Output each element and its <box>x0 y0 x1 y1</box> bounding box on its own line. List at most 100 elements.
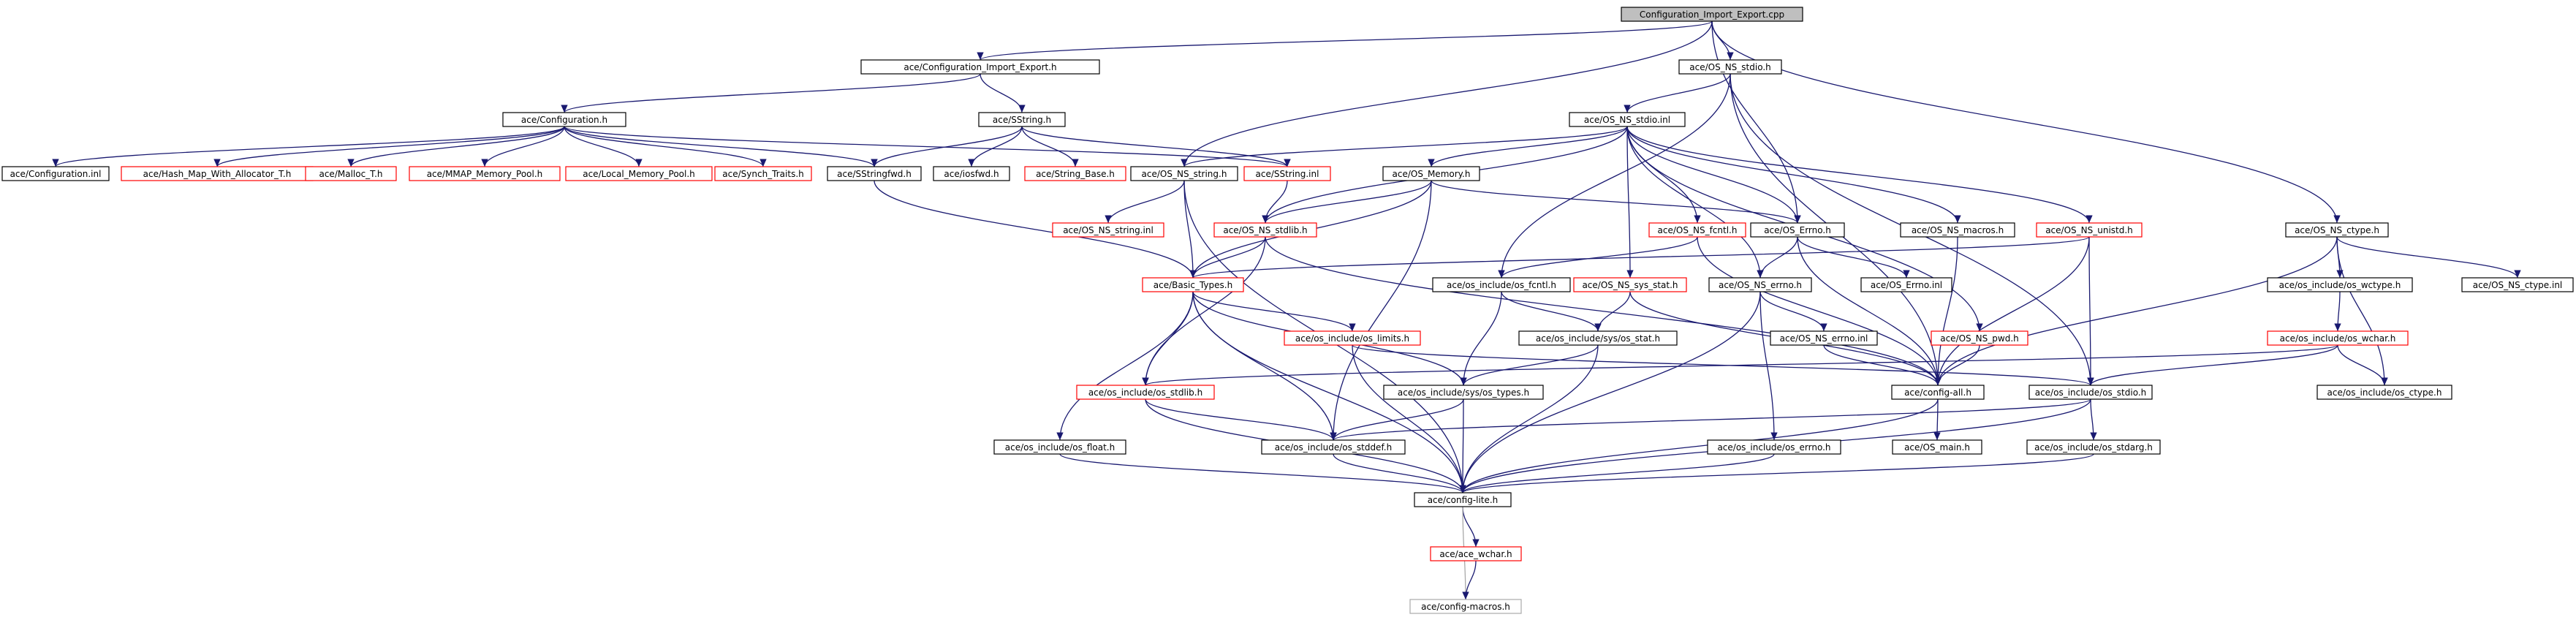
node-label: ace/os_include/os_stdarg.h <box>2034 442 2153 453</box>
node-os-include-limits[interactable]: ace/os_include/os_limits.h <box>1284 330 1421 346</box>
edge-os_include_stdlib-to-os_include_stddef <box>1145 398 1337 441</box>
node-label: ace/OS_NS_string.h <box>1142 169 1227 179</box>
node-os-include-fcntl[interactable]: ace/os_include/os_fcntl.h <box>1432 277 1571 292</box>
node-config-lite[interactable]: ace/config-lite.h <box>1414 492 1512 507</box>
edge-os_ns_errno_h-to-os_ns_errno_inl <box>1759 291 1827 332</box>
node-label: ace/config-macros.h <box>1421 602 1510 612</box>
node-label: ace/OS_NS_unistd.h <box>2045 225 2133 235</box>
node-os-include-float[interactable]: ace/os_include/os_float.h <box>993 439 1126 455</box>
node-os-ns-errno-inl[interactable]: ace/OS_NS_errno.inl <box>1770 330 1878 346</box>
node-iosfwd[interactable]: ace/iosfwd.h <box>933 166 1010 181</box>
node-sstring-inl[interactable]: ace/SString.inl <box>1243 166 1331 181</box>
node-os-include-sys-types[interactable]: ace/os_include/sys/os_types.h <box>1383 385 1544 400</box>
edge-os_memory-to-os_ns_stdlib_h <box>1262 180 1432 224</box>
node-os-include-errno[interactable]: ace/os_include/os_errno.h <box>1707 439 1841 455</box>
node-synch-traits[interactable]: ace/Synch_Traits.h <box>714 166 812 181</box>
node-os-ns-sys-stat[interactable]: ace/OS_NS_sys_stat.h <box>1573 277 1687 292</box>
node-os-ns-string-inl[interactable]: ace/OS_NS_string.inl <box>1052 222 1164 238</box>
edge-os_include_limits-to-config_lite <box>1352 344 1466 493</box>
node-label: ace/OS_Errno.inl <box>1871 280 1942 290</box>
node-malloc-t[interactable]: ace/Malloc_T.h <box>305 166 397 181</box>
edge-os_ns_stdio_inl-to-os_ns_fcntl <box>1626 126 1701 224</box>
node-os-ns-stdlib-h[interactable]: ace/OS_NS_stdlib.h <box>1213 222 1317 238</box>
node-label: ace/Synch_Traits.h <box>722 169 803 179</box>
node-mmap[interactable]: ace/MMAP_Memory_Pool.h <box>409 166 561 181</box>
edge-os_ns_stdio_h-to-os_include_fcntl <box>1498 73 1731 279</box>
node-os-include-stdio[interactable]: ace/os_include/os_stdio.h <box>2028 385 2153 400</box>
node-config-all[interactable]: ace/config-all.h <box>1891 385 1985 400</box>
edge-root-to-os_ns_string_h <box>1181 20 1713 167</box>
node-cie-h[interactable]: ace/Configuration_Import_Export.h <box>860 59 1100 75</box>
edge-os_include_sys_stat-to-config_lite <box>1459 344 1599 493</box>
node-os-include-sys-stat[interactable]: ace/os_include/sys/os_stat.h <box>1518 330 1678 346</box>
edge-os_include_stdio-to-os_include_stddef <box>1330 398 2091 441</box>
node-label: ace/OS_NS_stdio.inl <box>1584 115 1670 125</box>
edge-root-to-cie_h <box>977 20 1713 61</box>
node-os-include-ctype[interactable]: ace/os_include/os_ctype.h <box>2316 385 2452 400</box>
edge-sstring_h-to-sstring_inl <box>1021 126 1291 167</box>
node-label: ace/config-all.h <box>1904 387 1971 398</box>
node-sstringfwd[interactable]: ace/SStringfwd.h <box>827 166 922 181</box>
node-os-main[interactable]: ace/OS_main.h <box>1892 439 1982 455</box>
node-ace-wchar[interactable]: ace/ace_wchar.h <box>1430 546 1522 561</box>
node-os-ns-string-h[interactable]: ace/OS_NS_string.h <box>1130 166 1238 181</box>
edge-basic_types-to-os_include_stdlib <box>1142 291 1194 386</box>
node-os-ns-errno-h[interactable]: ace/OS_NS_errno.h <box>1708 277 1812 292</box>
node-basic-types[interactable]: ace/Basic_Types.h <box>1142 277 1244 292</box>
edge-os_memory-to-os_errno_h <box>1431 180 1801 224</box>
node-label: ace/os_include/os_wchar.h <box>2280 333 2396 344</box>
edge-sstring_h-to-sstringfwd <box>871 126 1023 167</box>
edge-root-to-os_ns_ctype_h <box>1711 20 2341 224</box>
edge-os_ns_fcntl-to-os_include_fcntl <box>1498 236 1698 279</box>
edge-basic_types-to-os_include_stddef <box>1192 291 1337 441</box>
edge-config_all-to-config_lite <box>1459 398 1939 493</box>
node-hash-map[interactable]: ace/Hash_Map_With_Allocator_T.h <box>121 166 314 181</box>
node-os-ns-stdio-h[interactable]: ace/OS_NS_stdio.h <box>1678 59 1782 75</box>
edge-os_include_wchar-to-os_include_ctype <box>2337 344 2388 386</box>
node-os-errno-inl[interactable]: ace/OS_Errno.inl <box>1860 277 1952 292</box>
edge-root-to-os_ns_stdio_h <box>1711 20 1734 61</box>
node-os-memory[interactable]: ace/OS_Memory.h <box>1382 166 1480 181</box>
edge-os_ns_stdio_inl-to-os_ns_unistd <box>1626 126 2093 224</box>
edge-os_include_stdio-to-os_include_stdarg <box>2090 398 2097 441</box>
edge-os_memory-to-os_include_stddef <box>1330 180 1432 441</box>
edge-os_ns_sys_stat-to-os_include_sys_stat <box>1594 291 1631 332</box>
node-local-mem[interactable]: ace/Local_Memory_Pool.h <box>565 166 713 181</box>
node-os-include-wctype[interactable]: ace/os_include/os_wctype.h <box>2267 277 2413 292</box>
edge-os_ns_ctype_h-to-os_ns_ctype_inl <box>2336 236 2521 279</box>
node-os-ns-unistd[interactable]: ace/OS_NS_unistd.h <box>2036 222 2143 238</box>
node-label: ace/SString.h <box>993 115 1051 125</box>
node-label: ace/String_Base.h <box>1036 169 1115 179</box>
edge-configuration_h-to-sstring_inl <box>564 126 1291 167</box>
node-os-ns-macros[interactable]: ace/OS_NS_macros.h <box>1900 222 2015 238</box>
node-os-ns-stdio-inl[interactable]: ace/OS_NS_stdio.inl <box>1569 112 1686 127</box>
edge-os_ns_string_h-to-os_ns_string_inl <box>1105 180 1185 224</box>
node-root: Configuration_Import_Export.cpp <box>1621 7 1803 22</box>
node-label: ace/Malloc_T.h <box>319 169 382 179</box>
edge-cie_h-to-sstring_h <box>980 73 1026 113</box>
node-os-ns-ctype-inl[interactable]: ace/OS_NS_ctype.inl <box>2461 277 2574 292</box>
node-os-include-wchar[interactable]: ace/os_include/os_wchar.h <box>2267 330 2409 346</box>
edge-os_ns_stdio_inl-to-os_ns_errno_h <box>1626 126 1764 279</box>
node-sstring-h[interactable]: ace/SString.h <box>978 112 1066 127</box>
node-label: ace/OS_NS_ctype.inl <box>2473 280 2563 290</box>
node-config-macros[interactable]: ace/config-macros.h <box>1409 599 1522 614</box>
edge-basic_types-to-os_include_limits <box>1192 291 1356 332</box>
edge-os_ns_unistd-to-config_all <box>1934 236 2090 386</box>
node-label: ace/OS_Memory.h <box>1393 169 1471 179</box>
node-os-include-stddef[interactable]: ace/os_include/os_stddef.h <box>1261 439 1406 455</box>
node-label: ace/OS_NS_pwd.h <box>1940 333 2019 344</box>
edge-os_ns_fcntl-to-config_all <box>1697 236 1942 386</box>
node-os-ns-ctype-h[interactable]: ace/OS_NS_ctype.h <box>2285 222 2389 238</box>
edge-os_ns_stdio_inl-to-os_errno_h <box>1626 126 1801 224</box>
node-os-include-stdlib[interactable]: ace/os_include/os_stdlib.h <box>1076 385 1215 400</box>
node-os-ns-pwd[interactable]: ace/OS_NS_pwd.h <box>1931 330 2028 346</box>
node-os-errno-h[interactable]: ace/OS_Errno.h <box>1750 222 1845 238</box>
node-os-include-stdarg[interactable]: ace/os_include/os_stdarg.h <box>2026 439 2161 455</box>
node-label: ace/ace_wchar.h <box>1439 549 1512 559</box>
node-os-ns-fcntl[interactable]: ace/OS_NS_fcntl.h <box>1648 222 1746 238</box>
node-configuration-h[interactable]: ace/Configuration.h <box>502 112 626 127</box>
node-configuration-inl[interactable]: ace/Configuration.inl <box>1 166 110 181</box>
node-string-base[interactable]: ace/String_Base.h <box>1024 166 1126 181</box>
node-label: ace/MMAP_Memory_Pool.h <box>427 169 543 179</box>
